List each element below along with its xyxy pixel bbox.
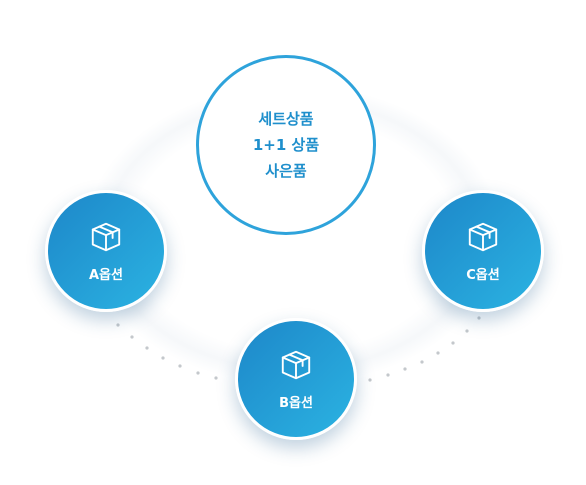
option-b-label: B옵션 [279, 395, 313, 411]
connector-dot [161, 356, 165, 360]
center-line-one-plus-one: 1+1 상품 [252, 136, 320, 154]
option-c-label: C옵션 [466, 267, 500, 283]
box-icon [91, 222, 121, 251]
box-icon [281, 350, 311, 379]
box-icon [468, 222, 498, 251]
connector-dot [116, 323, 120, 327]
option-c-node: C옵션 [422, 190, 544, 312]
option-b-node: B옵션 [235, 318, 357, 440]
connector-dot [214, 376, 218, 380]
connector-dot [196, 371, 200, 375]
center-circle: 세트상품 1+1 상품 사은품 [196, 55, 376, 235]
connector-dot [368, 378, 372, 382]
connector-dot [436, 351, 440, 355]
option-a-node: A옵션 [45, 190, 167, 312]
connector-dot [451, 341, 455, 345]
center-line-set: 세트상품 [258, 110, 314, 128]
connector-dot [420, 360, 424, 364]
connector-dot [130, 335, 134, 339]
connector-dot [403, 367, 407, 371]
connector-dot [386, 373, 390, 377]
connector-dot [178, 364, 182, 368]
center-line-gift: 사은품 [265, 162, 307, 180]
connector-dot [145, 346, 149, 350]
connector-dot [477, 316, 481, 320]
connector-dot [465, 329, 469, 333]
option-a-label: A옵션 [89, 267, 123, 283]
